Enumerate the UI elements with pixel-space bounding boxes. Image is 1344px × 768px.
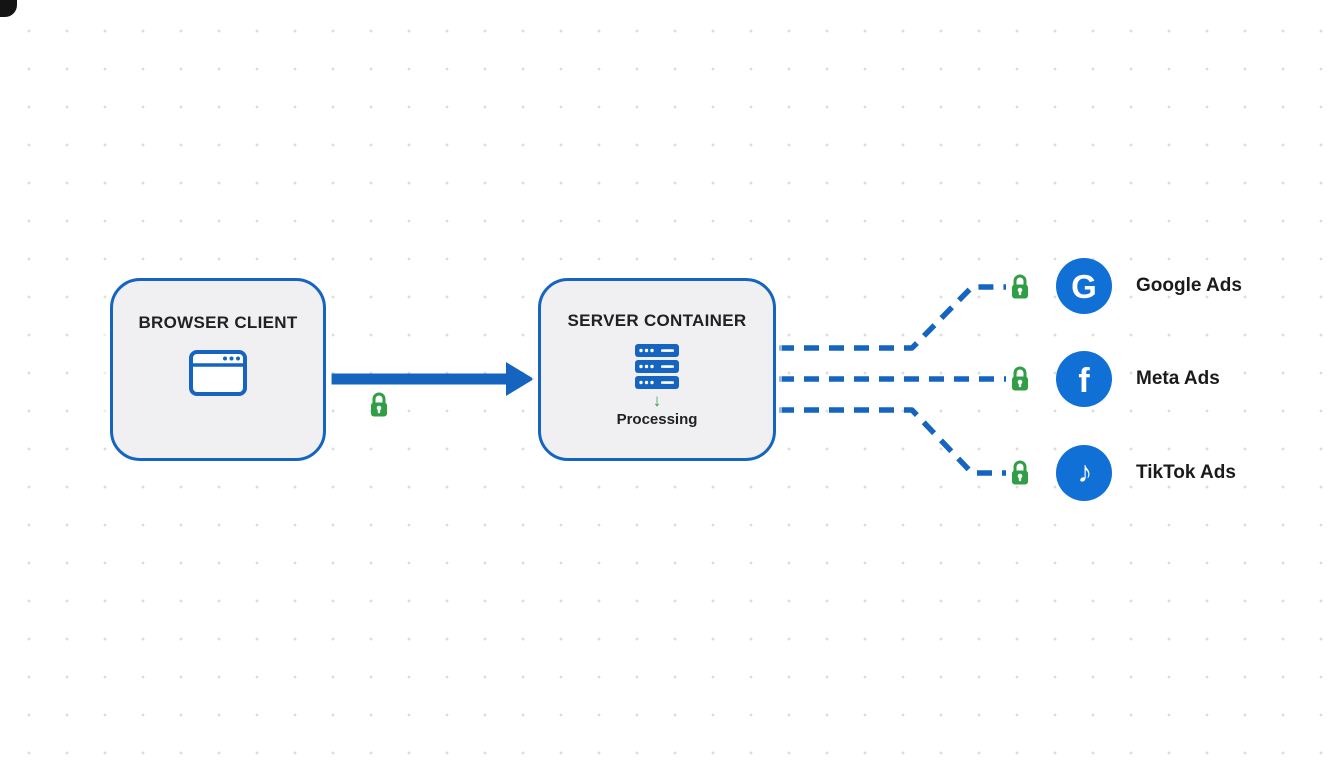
- server-container-title: SERVER CONTAINER: [567, 311, 747, 330]
- destination-label-google-ads: Google Ads: [1136, 275, 1242, 296]
- destination-label-meta-ads: Meta Ads: [1136, 368, 1220, 389]
- browser-window-icon: [189, 350, 247, 396]
- processing-down-arrow-icon: ↓: [652, 391, 662, 410]
- facebook-icon: f: [1056, 351, 1112, 407]
- lock-icon-google: [1012, 274, 1028, 299]
- facebook-f-glyph: f: [1078, 362, 1090, 400]
- destination-label-tiktok-ads: TikTok Ads: [1136, 462, 1236, 483]
- lock-icon-meta: [1012, 366, 1028, 391]
- tiktok-icon: ♪: [1056, 445, 1112, 501]
- corner-artifact: [0, 0, 17, 17]
- processing-label: Processing: [616, 411, 698, 428]
- google-icon: G: [1056, 258, 1112, 314]
- lock-icon-main: [371, 392, 387, 417]
- connector-google: [779, 284, 1006, 351]
- browser-client-box: BROWSER CLIENT: [110, 278, 326, 461]
- tiktok-note-glyph: ♪: [1077, 456, 1093, 489]
- browser-client-title: BROWSER CLIENT: [138, 313, 298, 332]
- connector-tiktok: [779, 407, 1006, 476]
- server-container-box: SERVER CONTAINER ↓ Processing: [538, 278, 776, 461]
- lock-icon-tiktok: [1012, 460, 1028, 485]
- server-stack-icon: [635, 344, 679, 389]
- main-arrow: [331, 362, 534, 396]
- google-g-glyph: G: [1071, 267, 1097, 305]
